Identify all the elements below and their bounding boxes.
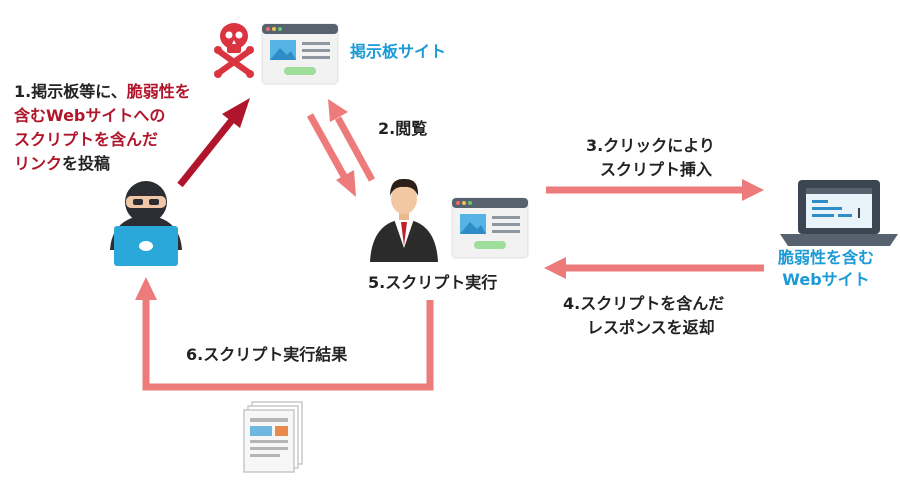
- step3-line1: 3.クリックにより: [586, 136, 715, 155]
- hacker-with-laptop-icon: [110, 181, 182, 266]
- bbs-site-label: 掲示板サイト: [350, 42, 447, 61]
- attack-arrow-step1: [177, 98, 250, 188]
- documents-icon: [243, 401, 303, 473]
- user-label: 5.スクリプト実行: [368, 273, 498, 292]
- step4-line1: 4.スクリプトを含んだ: [563, 294, 725, 313]
- result-arrow-step6: [135, 277, 434, 391]
- step6-label: 6.スクリプト実行結果: [186, 345, 348, 364]
- laptop-icon: [780, 180, 898, 246]
- response-arrow-step4: [544, 257, 764, 279]
- step3-label: 3.クリックにより スクリプト挿入: [586, 134, 715, 182]
- browse-arrows-step2: [306, 99, 376, 197]
- step3-line2: スクリプト挿入: [600, 160, 713, 179]
- step1-line3: スクリプトを含んだ: [14, 130, 159, 149]
- step4-line2: レスポンスを返却: [587, 318, 715, 337]
- step1-line1-text: 1.掲示板等に、: [14, 82, 127, 101]
- step1-line4: リンクを投稿: [14, 152, 191, 176]
- step1-line1: 1.掲示板等に、脆弱性を: [14, 80, 191, 104]
- step1-line4-highlight: リンク: [14, 154, 63, 173]
- step4-label: 4.スクリプトを含んだ レスポンスを返却: [563, 292, 724, 340]
- vulnerable-site-line1: 脆弱性を含む: [777, 248, 874, 267]
- step1-line4-text: を投稿: [62, 154, 111, 173]
- skull-crossbones-icon: [214, 23, 254, 78]
- click-arrow-step3: [546, 179, 764, 201]
- step2-label: 2.閲覧: [378, 119, 428, 138]
- website-window-icon: [451, 197, 529, 259]
- website-window-icon: [261, 23, 339, 85]
- vulnerable-site-line2: Webサイト: [782, 270, 870, 289]
- vulnerable-site-label: 脆弱性を含む Webサイト: [762, 247, 890, 291]
- step1-line2: 含むWebサイトへの: [14, 106, 166, 125]
- step1-line1-highlight: 脆弱性を: [126, 82, 191, 101]
- step1-label: 1.掲示板等に、脆弱性を 含むWebサイトへの スクリプトを含んだ リンクを投稿: [14, 80, 191, 176]
- businessman-icon: [370, 178, 438, 262]
